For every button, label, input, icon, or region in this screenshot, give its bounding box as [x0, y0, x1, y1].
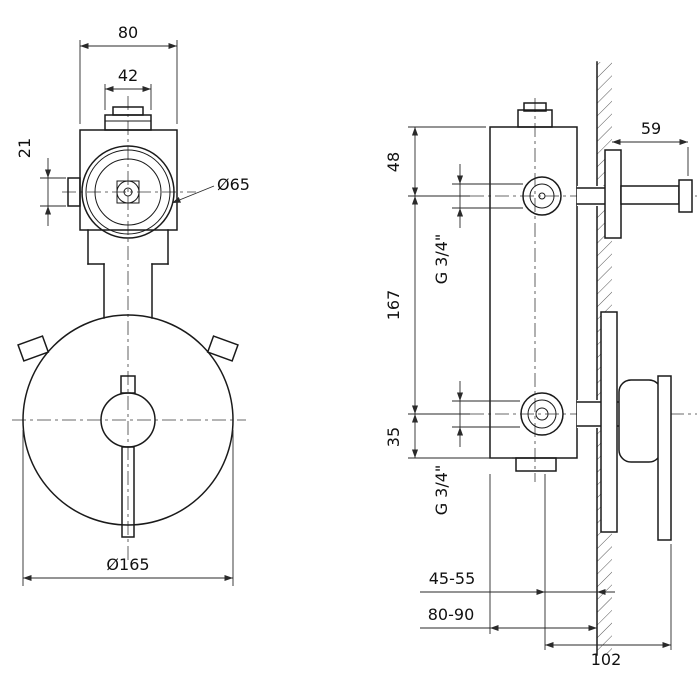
inlet-port-bottom	[520, 392, 564, 436]
handle-knob-bottom	[618, 379, 662, 463]
dim-80: 80	[79, 23, 178, 124]
dim-thread-top: G 3/4"	[432, 164, 523, 284]
escutcheon-bottom	[600, 311, 618, 533]
dim-80-90-label: 80-90	[428, 605, 475, 624]
dim-42: 42	[104, 66, 152, 110]
mounting-tab-left	[17, 335, 50, 362]
dim-35: 35	[384, 414, 512, 459]
plate-diameter-label: Ø165	[106, 555, 149, 574]
dim-167-label: 167	[384, 290, 403, 321]
handle-stem-top	[620, 185, 680, 205]
dim-80-label: 80	[118, 23, 138, 42]
escutcheon-top	[604, 149, 622, 239]
dim-102: 102	[545, 544, 672, 669]
valve-diameter-label: Ø65	[217, 175, 250, 194]
handle-front	[100, 375, 156, 538]
dim-35-label: 35	[384, 427, 403, 447]
label-valve-diameter: Ø65	[171, 175, 250, 204]
dim-48-label: 48	[384, 152, 403, 172]
dim-59-label: 59	[641, 119, 661, 138]
valve-body-outline	[67, 106, 178, 319]
valve-body-side	[489, 102, 578, 472]
side-port-left	[67, 177, 81, 207]
handle-end-top	[678, 179, 693, 213]
side-view: 48 167 35 G 3/4"	[384, 61, 697, 669]
dim-45-55: 45-55	[420, 474, 615, 650]
inlet-port-top	[522, 176, 562, 216]
trim-bottom-side	[600, 311, 672, 541]
dim-48: 48	[384, 126, 486, 197]
mounting-tab-right	[206, 335, 239, 362]
handle-lever-bottom	[657, 375, 672, 541]
dim-21-label: 21	[15, 138, 34, 158]
dim-21: 21	[15, 138, 66, 226]
dim-thread-bottom: G 3/4"	[432, 381, 520, 515]
thread-top-label: G 3/4"	[432, 234, 451, 285]
dim-45-55-label: 45-55	[429, 569, 476, 588]
valve-cartridge-circle	[81, 145, 175, 239]
dim-59: 59	[612, 119, 689, 176]
dim-42-label: 42	[118, 66, 138, 85]
front-view: 80 42 21 Ø65 Ø165	[12, 23, 250, 586]
trim-plate-circle	[17, 314, 239, 538]
dim-167: 167	[384, 196, 470, 415]
trim-top-side	[604, 149, 693, 239]
front-centerlines	[12, 96, 246, 560]
dim-165: Ø165	[22, 430, 234, 586]
dim-102-label: 102	[591, 650, 622, 669]
dim-80-90: 80-90	[420, 474, 597, 634]
thread-bottom-label: G 3/4"	[432, 465, 451, 516]
